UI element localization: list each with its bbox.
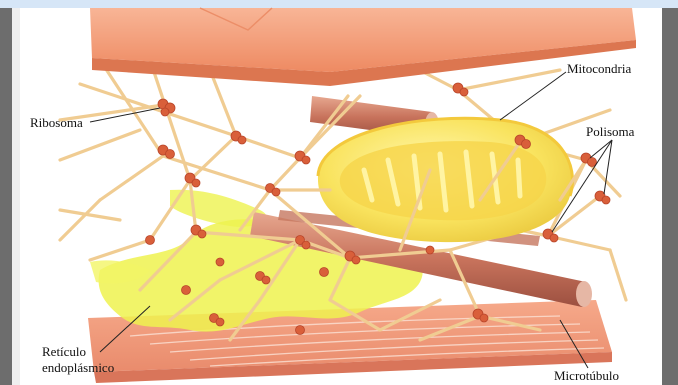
polisoma-label: Polisoma [586, 124, 634, 139]
mitocondria-label: Mitocondria [567, 61, 631, 76]
top-membrane [90, 8, 636, 86]
reticulo-label-line2: endoplásmico [42, 360, 114, 375]
microtubulo-label: Microtúbulo [554, 368, 619, 383]
mitochondria [318, 118, 573, 242]
reticulo-label-line1: Retículo [42, 344, 86, 359]
ribosoma-label: Ribosoma [30, 115, 83, 130]
